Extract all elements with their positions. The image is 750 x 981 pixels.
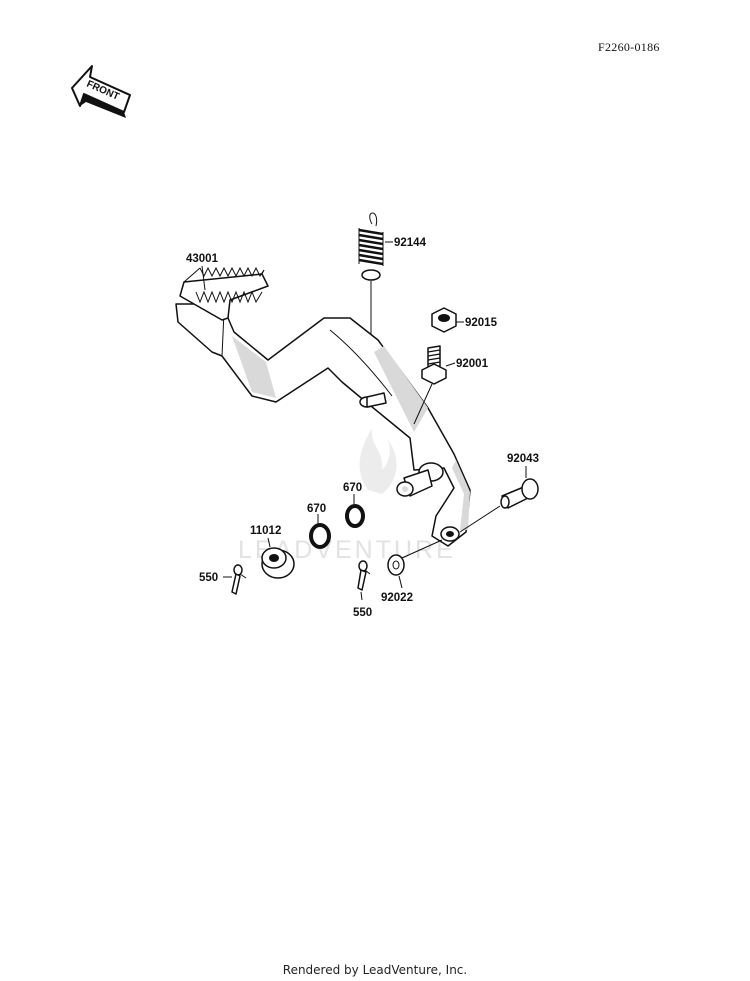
watermark-flame-icon xyxy=(359,428,397,494)
washer-670-left xyxy=(309,523,331,549)
part-label-92001: 92001 xyxy=(456,358,489,370)
leader-92022 xyxy=(398,575,403,589)
part-label-550-left: 550 xyxy=(199,572,218,584)
nut-92015 xyxy=(431,307,457,333)
washer-11012 xyxy=(261,547,295,579)
brake-pedal-43001 xyxy=(175,266,471,547)
cotter-pin-550-right xyxy=(357,560,371,591)
leader-92001 xyxy=(445,362,456,367)
assembly-line-92043 xyxy=(459,505,501,533)
cotter-pin-550-left xyxy=(231,564,247,595)
reference-code: F2260-0186 xyxy=(598,40,660,54)
part-label-92015: 92015 xyxy=(465,317,498,329)
washer-670-right xyxy=(345,504,365,528)
leader-11012 xyxy=(267,537,271,548)
part-label-43001: 43001 xyxy=(186,253,219,265)
part-label-550-right: 550 xyxy=(353,607,372,619)
front-arrow-icon: FRONT xyxy=(71,65,131,118)
leader-550-right xyxy=(360,591,363,601)
leader-92001-to-pedal xyxy=(413,383,433,425)
assembly-line-92022 xyxy=(401,539,443,559)
part-label-11012: 11012 xyxy=(250,525,281,537)
bolt-92001 xyxy=(421,345,447,385)
part-label-92043: 92043 xyxy=(507,453,539,465)
part-label-92144: 92144 xyxy=(394,237,427,249)
pin-92043 xyxy=(500,478,539,509)
leader-43001 xyxy=(201,265,206,291)
part-label-92022: 92022 xyxy=(381,592,413,604)
part-label-670-right: 670 xyxy=(343,482,362,494)
part-label-670-left: 670 xyxy=(307,503,326,515)
washer-92022 xyxy=(387,554,405,576)
footer-credit: Rendered by LeadVenture, Inc. xyxy=(282,963,468,977)
